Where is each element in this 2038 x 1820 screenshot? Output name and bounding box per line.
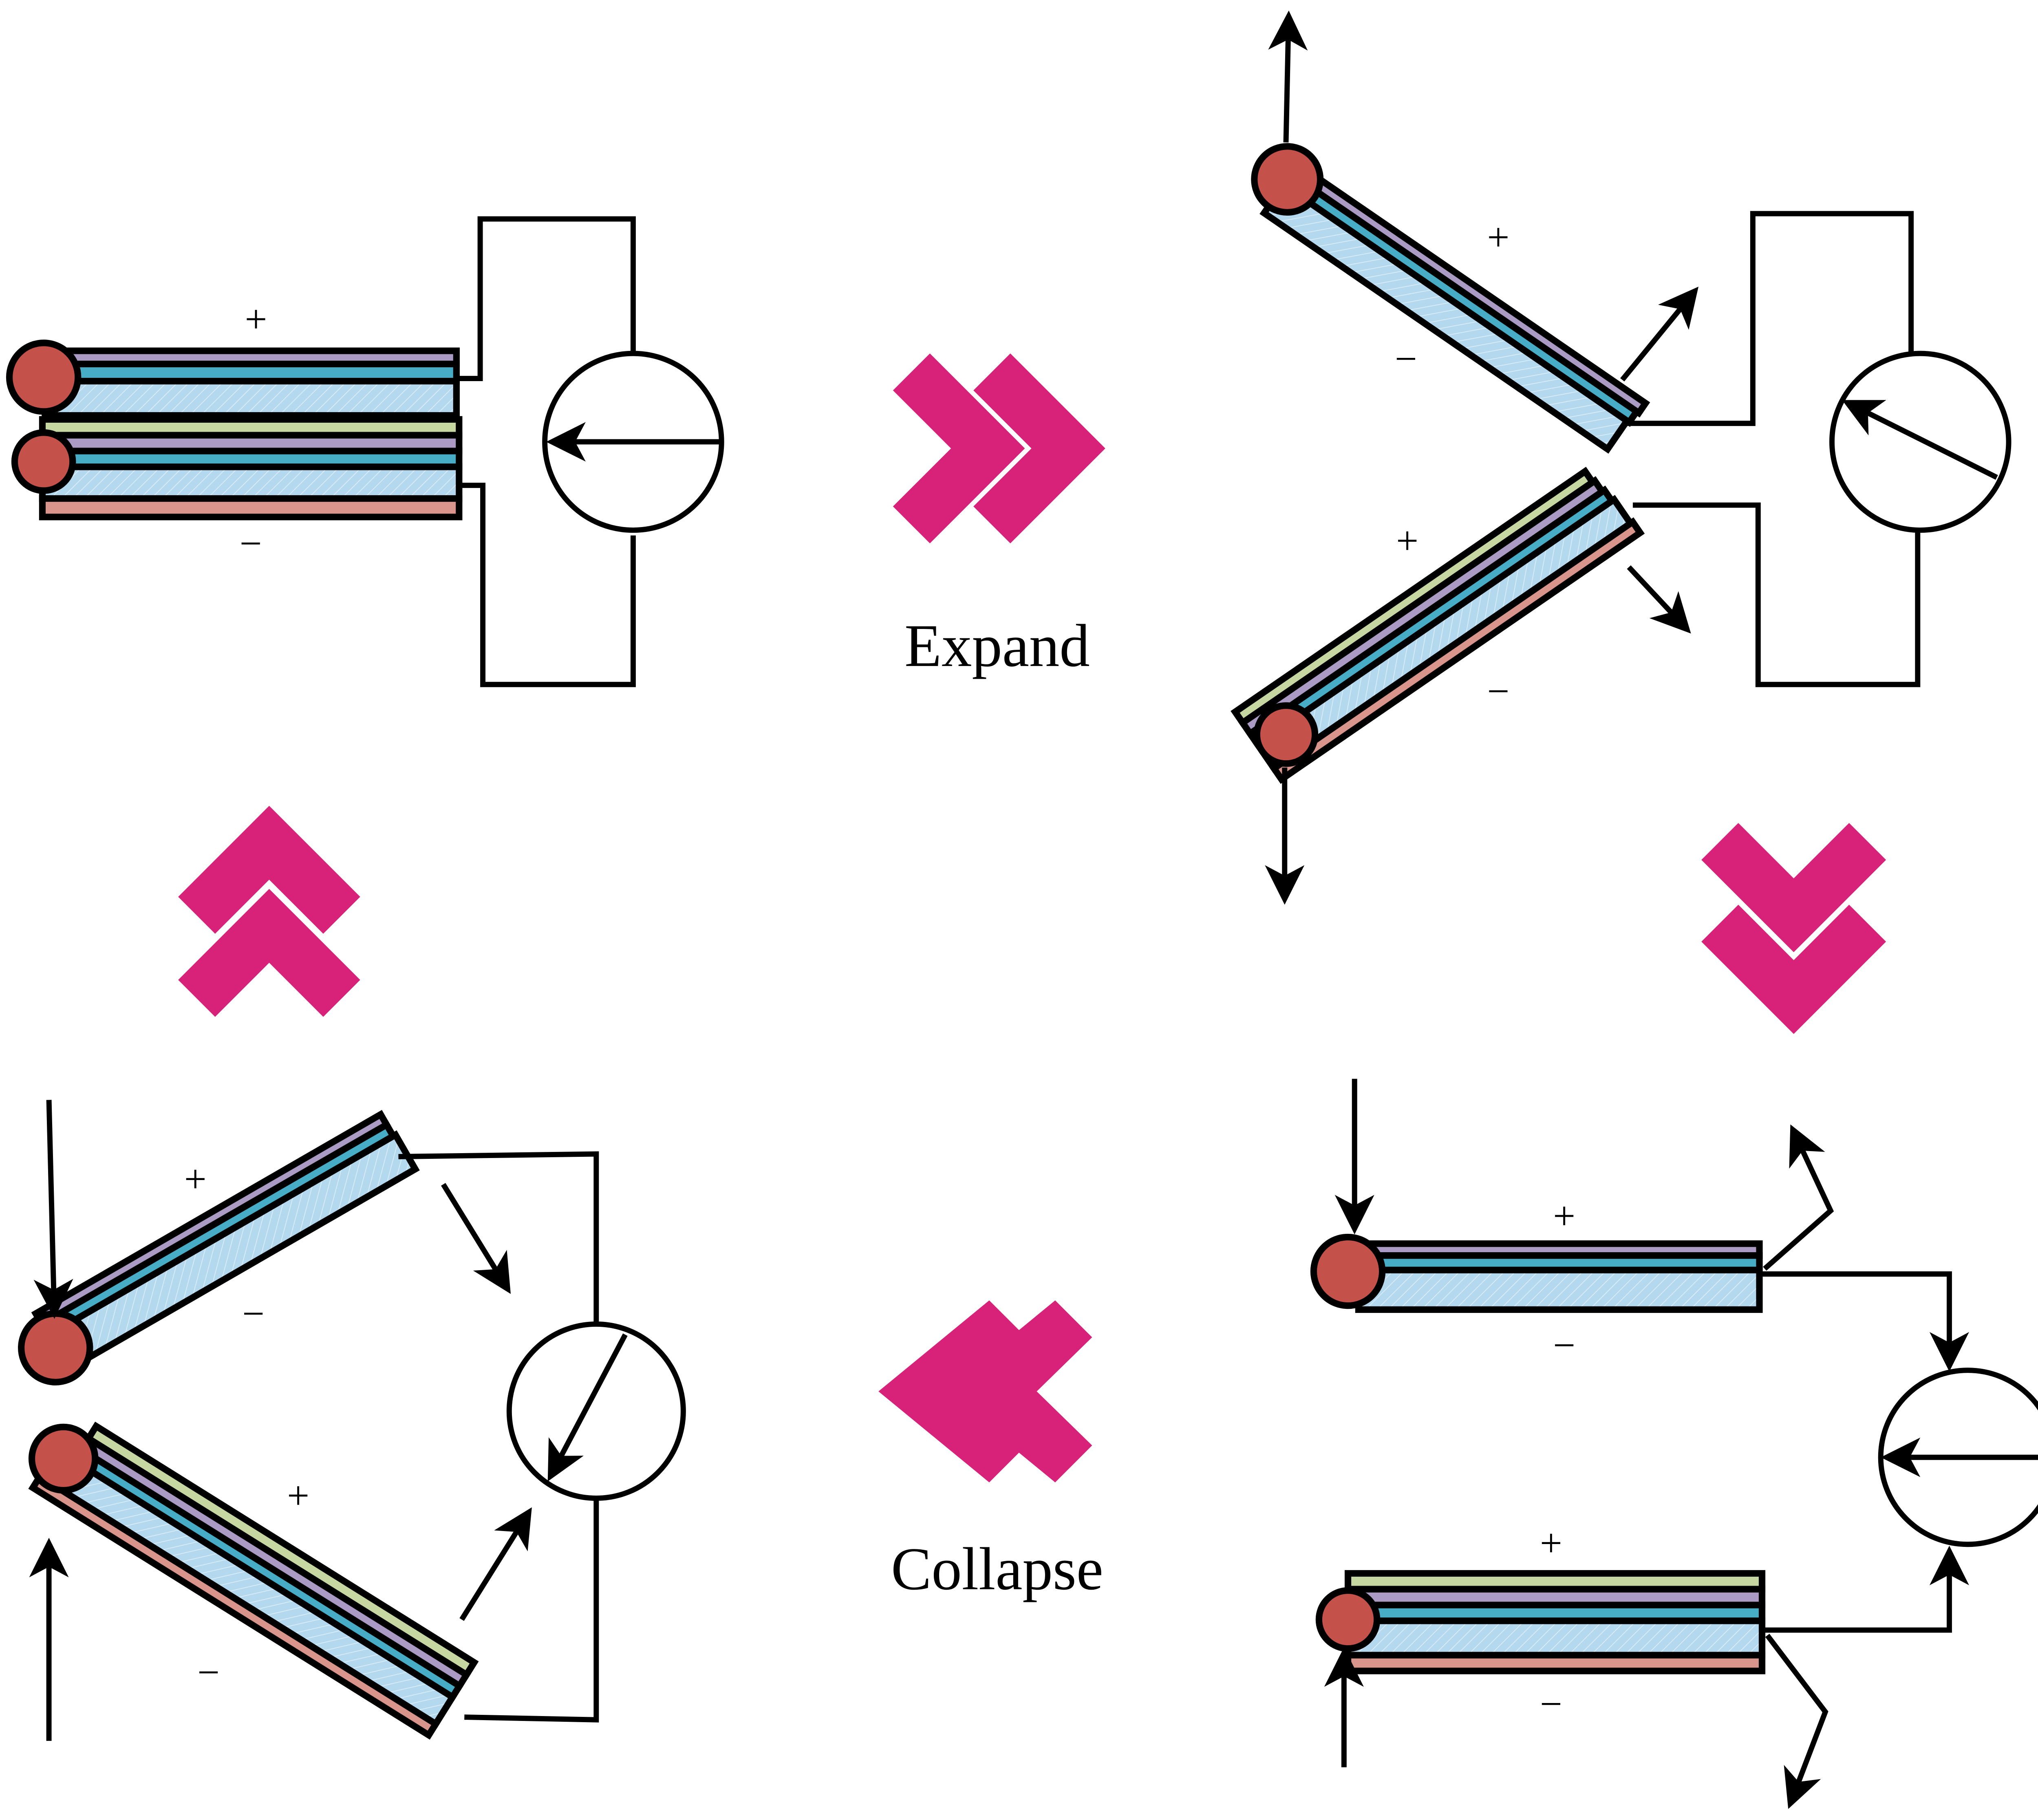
- plus-sign: +: [245, 297, 267, 341]
- layer-pink: [39, 495, 463, 521]
- chevron-down-icon: [1701, 904, 1886, 1034]
- chevron-right-icon: [893, 353, 1025, 544]
- layer-purple: [1238, 476, 1607, 739]
- layer-light-blue: [1259, 180, 1632, 454]
- motion-arrow: [441, 1183, 511, 1294]
- panel-pressing: + − + −: [1310, 1079, 2038, 1809]
- up-chevrons-icon: [178, 805, 360, 1017]
- plus-sign: +: [1540, 1521, 1562, 1565]
- hinge-ball: [28, 1423, 99, 1494]
- layer-light-blue: [1344, 1617, 1766, 1659]
- chevron-right-icon: [973, 353, 1105, 544]
- ammeter-needle: [1842, 400, 1998, 480]
- hinge-ball: [6, 340, 82, 415]
- panel-closed: + −: [6, 216, 724, 687]
- minus-sign: −: [242, 1292, 265, 1335]
- expand-chevrons-icon: [893, 353, 1105, 544]
- layer-light-blue: [1355, 1266, 1763, 1313]
- force-arrow: [33, 1100, 73, 1319]
- plus-sign: +: [1553, 1194, 1575, 1238]
- plus-sign: +: [287, 1474, 309, 1517]
- motion-arrow: [1763, 1124, 1834, 1271]
- minus-sign: −: [240, 521, 262, 565]
- minus-sign: −: [1540, 1682, 1562, 1726]
- minus-sign: −: [1553, 1324, 1575, 1367]
- motion-arrow: [1620, 287, 1699, 382]
- plus-sign: +: [184, 1157, 207, 1201]
- layer-teal: [1279, 169, 1641, 427]
- minus-sign: −: [1487, 669, 1510, 713]
- minus-sign: −: [1395, 337, 1417, 380]
- layer-purple: [1286, 159, 1650, 418]
- circuit-wire: [461, 483, 636, 687]
- hinge-ball: [1310, 1233, 1386, 1309]
- hinge-ball: [1253, 702, 1319, 767]
- motion-arrow: [1627, 565, 1691, 634]
- layer-light-blue: [39, 463, 463, 502]
- chevron-up-icon: [178, 805, 360, 934]
- collapse-label: Collapse: [891, 1535, 1103, 1603]
- ammeter-needle: [547, 1333, 628, 1482]
- layer-light-blue: [40, 1448, 457, 1729]
- circuit-wire: [456, 216, 636, 382]
- layer-teal: [1245, 485, 1617, 749]
- motion-arrow: [459, 1507, 532, 1621]
- hinge-ball: [1315, 1587, 1381, 1652]
- circuit-wire: [464, 1498, 599, 1723]
- chevron-left-icon: [944, 1300, 1092, 1482]
- hinge-ball: [18, 1310, 93, 1385]
- hinge-ball: [11, 429, 76, 494]
- chevron-up-icon: [178, 889, 360, 1017]
- ammeter: [506, 1321, 686, 1501]
- circuit-wire: [1632, 502, 1921, 687]
- circuit-wire: [398, 1151, 599, 1324]
- layer-pink: [1269, 517, 1645, 784]
- chevron-down-icon: [1701, 823, 1886, 953]
- circuit-wire: [1762, 1271, 1969, 1372]
- minus-sign: −: [197, 1650, 220, 1694]
- plus-sign: +: [1396, 519, 1418, 563]
- panel-expanded: + − + −: [1231, 10, 2012, 905]
- layer-purple: [72, 1431, 471, 1691]
- layer-pink: [28, 1472, 441, 1740]
- down-chevrons-icon: [1701, 823, 1886, 1034]
- expand-label: Expand: [904, 612, 1090, 679]
- force-arrow: [1268, 10, 1308, 143]
- hinge-ball: [1251, 143, 1324, 216]
- plus-sign: +: [1487, 216, 1510, 259]
- layer-light-blue: [42, 377, 460, 419]
- circuit-wire: [1765, 1546, 1969, 1633]
- collapse-chevrons-icon: [878, 1300, 1092, 1482]
- panel-collapsing: + − + −: [18, 1100, 686, 1741]
- motion-arrow: [1765, 1634, 1828, 1809]
- layer-light-blue: [44, 1130, 420, 1374]
- circuit-wire: [1622, 211, 1914, 426]
- layer-teal: [61, 1439, 464, 1702]
- layer-pink: [1344, 1652, 1766, 1674]
- layer-teal: [37, 1120, 398, 1340]
